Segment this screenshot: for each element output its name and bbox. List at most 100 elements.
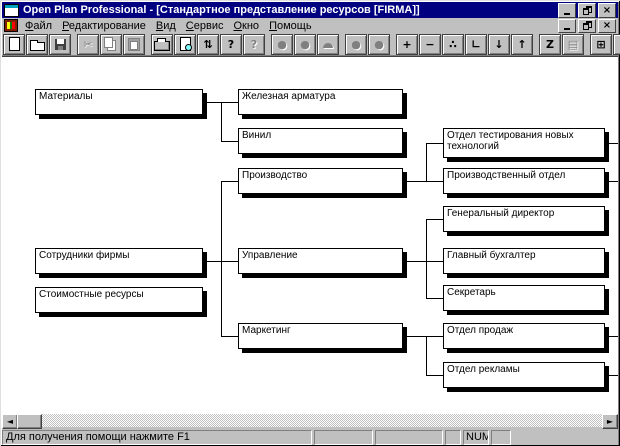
tree-node-label: Материалы xyxy=(39,91,93,102)
tree-node-label: Сотрудники фирмы xyxy=(39,250,130,261)
fit-window-icon: ⊞ xyxy=(596,37,606,51)
zigzag-icon: Z xyxy=(546,37,554,51)
application-icon xyxy=(4,3,19,17)
tree-node-materials[interactable]: Материалы xyxy=(35,89,203,115)
menu-item-service[interactable]: Сервис xyxy=(185,19,224,32)
connector-line xyxy=(221,181,239,182)
toolbar-button-exchange[interactable]: ⇅ xyxy=(197,33,219,55)
window-title: Open Plan Professional - [Стандартное пр… xyxy=(23,4,420,16)
menu-item-window[interactable]: Окно xyxy=(233,19,260,32)
tree-node-new-tech-testing-dept[interactable]: Отдел тестирования новых технологий xyxy=(443,128,605,158)
horizontal-scroll-thumb[interactable] xyxy=(17,414,42,429)
toolbar-button-remove[interactable]: − xyxy=(419,33,441,55)
toolbar-button-fit-window[interactable]: ⊞ xyxy=(590,33,612,55)
tree-node-management[interactable]: Управление xyxy=(238,248,403,274)
tree-node-vinyl[interactable]: Винил xyxy=(238,128,403,154)
toolbar-button-resource-circle-1: ● xyxy=(271,33,293,55)
toolbar-button-move-down[interactable]: ↓ xyxy=(488,33,510,55)
connector-line xyxy=(221,102,222,142)
minimize-button[interactable] xyxy=(558,2,576,18)
tree-node-label: Отдел тестирования новых технологий xyxy=(447,130,574,152)
connector-line xyxy=(426,336,444,337)
menu-item-view[interactable]: Вид xyxy=(155,19,176,32)
toolbar-button-link[interactable]: ∴ xyxy=(442,33,464,55)
tree-node-label: Винил xyxy=(242,130,272,141)
connector-line xyxy=(221,336,239,337)
toolbar-button-keyboard: ▤ xyxy=(562,33,584,55)
toolbar-button-move-up[interactable]: ↑ xyxy=(511,33,533,55)
toolbar-button-add[interactable]: + xyxy=(396,33,418,55)
toolbar-button-zigzag[interactable]: Z xyxy=(539,33,561,55)
paste-icon xyxy=(126,37,142,51)
connector-line xyxy=(605,336,618,337)
scroll-left-button[interactable]: ◄ xyxy=(2,414,18,429)
tree-node-company-staff[interactable]: Сотрудники фирмы xyxy=(35,248,203,274)
status-panel-2 xyxy=(375,430,443,445)
resize-window-icon: ⊡ xyxy=(616,37,620,51)
mdi-close-button[interactable]: × xyxy=(598,18,616,33)
connector-line xyxy=(605,375,618,376)
toolbar-button-resize-window[interactable]: ⊡ xyxy=(613,33,620,55)
close-button[interactable]: × xyxy=(598,2,616,18)
connector-line xyxy=(426,219,444,220)
toolbar-button-resource-arch xyxy=(317,33,339,55)
toolbar-button-resource-circle-2: ● xyxy=(294,33,316,55)
scroll-lock-indicator xyxy=(491,430,511,445)
remove-icon: − xyxy=(425,37,435,51)
mdi-minimize-button[interactable] xyxy=(558,18,576,33)
tree-node-advertising-dept[interactable]: Отдел рекламы xyxy=(443,362,605,388)
tree-node-secretary[interactable]: Секретарь xyxy=(443,285,605,311)
connector-line xyxy=(221,102,239,103)
connector-line xyxy=(403,181,427,182)
steps-icon: ∟ xyxy=(471,37,481,51)
tree-node-sales-dept[interactable]: Отдел продаж xyxy=(443,323,605,349)
document-icon[interactable] xyxy=(4,19,18,32)
restore-button[interactable] xyxy=(578,2,596,18)
toolbar-button-context-help: ? xyxy=(243,33,265,55)
connector-line xyxy=(426,143,427,182)
menu-item-help[interactable]: Помощь xyxy=(269,19,312,32)
context-help-icon: ? xyxy=(250,37,258,51)
menu-item-file[interactable]: Файл xyxy=(25,19,53,32)
tree-node-marketing[interactable]: Маркетинг xyxy=(238,323,403,349)
toolbar-button-print[interactable] xyxy=(151,33,173,55)
toolbar-button-print-preview[interactable] xyxy=(174,33,196,55)
toolbar-button-save[interactable] xyxy=(49,33,71,55)
toolbar-button-new[interactable] xyxy=(3,33,25,55)
tree-node-production-dept[interactable]: Производственный отдел xyxy=(443,168,605,194)
tree-node-general-director[interactable]: Генеральный директор xyxy=(443,206,605,232)
toolbar-button-resource-circle-3: ● xyxy=(345,33,367,55)
tree-node-chief-accountant[interactable]: Главный бухгалтер xyxy=(443,248,605,274)
toolbar-button-open[interactable] xyxy=(26,33,48,55)
toolbar: ✂⇅??●●●●+−∴∟↓↑Z▤⊞⊡ xyxy=(2,33,620,56)
print-preview-icon xyxy=(177,37,193,51)
tree-node-cost-resources[interactable]: Стоимостные ресурсы xyxy=(35,287,203,313)
minimize-icon xyxy=(564,12,570,15)
toolbar-button-help[interactable]: ? xyxy=(220,33,242,55)
toolbar-button-steps[interactable]: ∟ xyxy=(465,33,487,55)
exchange-icon: ⇅ xyxy=(203,37,213,51)
tree-node-label: Производство xyxy=(242,170,308,181)
open-icon xyxy=(29,37,45,51)
move-up-icon: ↑ xyxy=(517,37,527,51)
connector-line xyxy=(426,261,444,262)
new-icon xyxy=(6,37,22,51)
connector-line xyxy=(426,375,444,376)
resource-circle-2-icon: ● xyxy=(300,37,310,51)
scroll-right-button[interactable]: ► xyxy=(602,414,618,429)
connector-line xyxy=(403,261,427,262)
tree-node-iron-fittings[interactable]: Железная арматура xyxy=(238,89,403,115)
connector-line xyxy=(426,181,444,182)
scroll-right-icon: ► xyxy=(606,417,614,426)
tree-node-production[interactable]: Производство xyxy=(238,168,403,194)
mdi-restore-button[interactable] xyxy=(578,18,596,33)
keyboard-icon: ▤ xyxy=(567,37,579,51)
caps-lock-indicator xyxy=(445,430,461,445)
tree-node-label: Железная арматура xyxy=(242,91,336,102)
menu-item-edit[interactable]: Редактирование xyxy=(62,19,146,32)
connector-line xyxy=(221,141,239,142)
close-icon: × xyxy=(602,4,612,16)
tree-node-label: Производственный отдел xyxy=(447,170,566,181)
horizontal-scrollbar[interactable]: ◄ ► xyxy=(2,414,618,429)
